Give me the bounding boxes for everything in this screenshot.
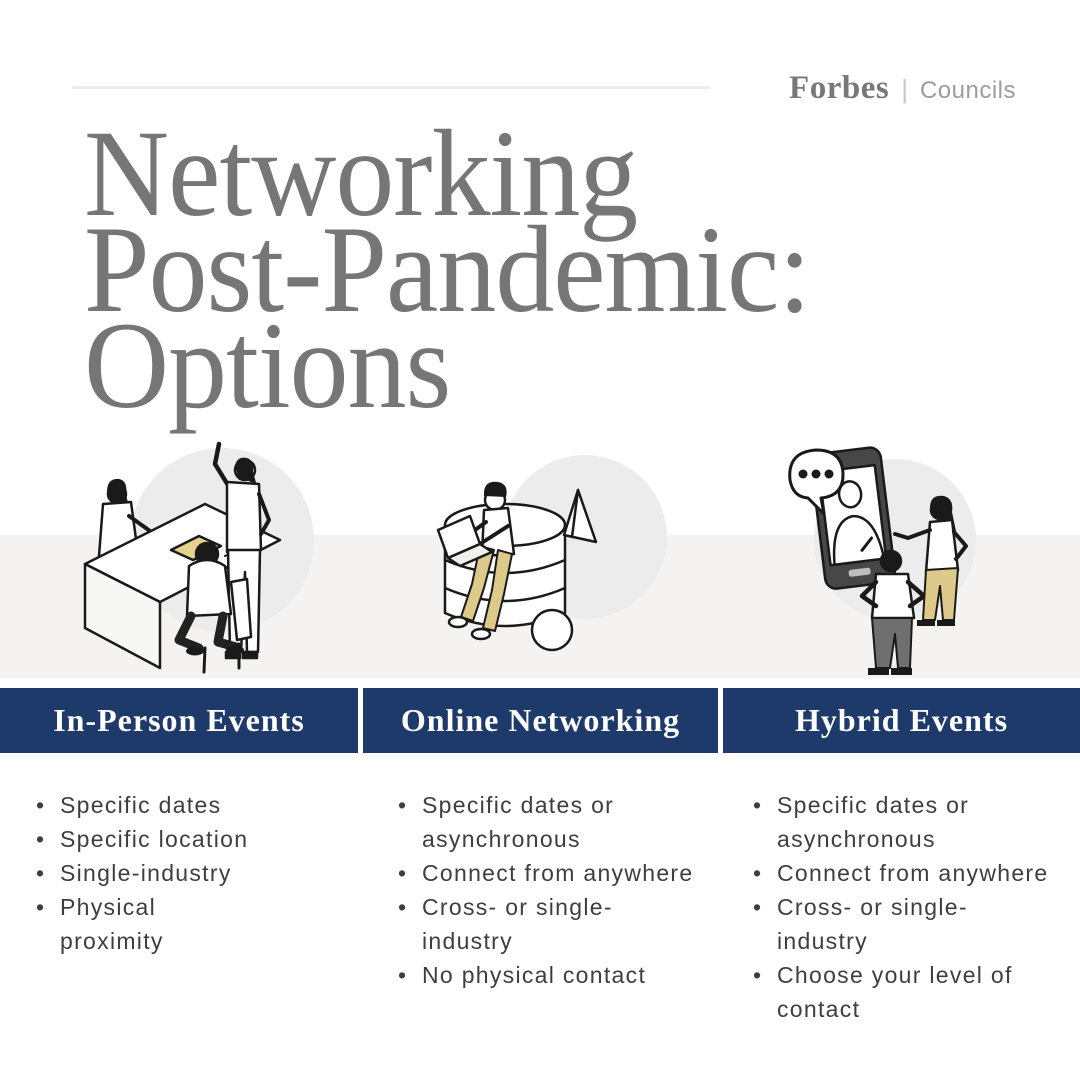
list-item: •Connect from anywhere bbox=[398, 856, 718, 890]
bullet-icon: • bbox=[398, 894, 408, 920]
standing-man-icon bbox=[859, 549, 927, 675]
list-item: •Choose your level of contact bbox=[753, 958, 1073, 1026]
bullet-icon: • bbox=[753, 792, 763, 818]
bullet-icon: • bbox=[36, 792, 46, 818]
seated-man-icon bbox=[174, 541, 253, 674]
bullet-icon: • bbox=[753, 894, 763, 920]
list-item: •Cross- or single- industry bbox=[398, 890, 718, 958]
bullet-icon: • bbox=[36, 860, 46, 886]
hybrid-events-illustration bbox=[762, 428, 1038, 696]
speech-bubble-icon bbox=[788, 448, 845, 516]
list-item: •Specific dates or asynchronous bbox=[398, 788, 718, 856]
bullet-icon: • bbox=[36, 894, 46, 920]
bullet-icon: • bbox=[398, 962, 408, 988]
page-title: Networking Post-Pandemic: Options bbox=[84, 105, 811, 434]
column-header-in-person: In-Person Events bbox=[0, 688, 358, 753]
online-bullet-list: •Specific dates or asynchronous •Connect… bbox=[398, 788, 718, 992]
list-item: •Specific dates or asynchronous bbox=[753, 788, 1073, 856]
bullet-icon: • bbox=[753, 860, 763, 886]
list-item: •No physical contact bbox=[398, 958, 718, 992]
bullet-icon: • bbox=[36, 826, 46, 852]
logo-divider: | bbox=[901, 74, 908, 104]
column-header-hybrid: Hybrid Events bbox=[723, 688, 1080, 753]
list-item: •Specific location bbox=[36, 822, 346, 856]
bullet-icon: • bbox=[398, 792, 408, 818]
councils-wordmark: Councils bbox=[919, 77, 1016, 104]
list-item: •Specific dates bbox=[36, 788, 346, 822]
brand-logo: Forbes | Councils bbox=[789, 70, 1016, 107]
bullet-icon: • bbox=[398, 860, 408, 886]
list-item: •Single-industry bbox=[36, 856, 346, 890]
man-with-laptop-icon bbox=[436, 481, 516, 641]
small-circle-icon bbox=[530, 608, 574, 652]
standing-woman-icon bbox=[893, 495, 968, 626]
top-divider-rule bbox=[72, 86, 710, 89]
column-header-online: Online Networking bbox=[363, 688, 718, 753]
bullet-icon: • bbox=[753, 962, 763, 988]
paper-plane-icon bbox=[562, 488, 598, 544]
hybrid-bullet-list: •Specific dates or asynchronous •Connect… bbox=[753, 788, 1073, 1026]
online-networking-illustration bbox=[420, 438, 670, 678]
list-item: •Physical proximity bbox=[36, 890, 346, 958]
in-person-meeting-illustration bbox=[55, 432, 325, 680]
list-item: •Connect from anywhere bbox=[753, 856, 1073, 890]
forbes-wordmark: Forbes bbox=[789, 70, 890, 106]
standing-woman-icon bbox=[212, 441, 271, 660]
list-item: •Cross- or single- industry bbox=[753, 890, 1073, 958]
in-person-bullet-list: •Specific dates •Specific location •Sing… bbox=[36, 788, 346, 958]
